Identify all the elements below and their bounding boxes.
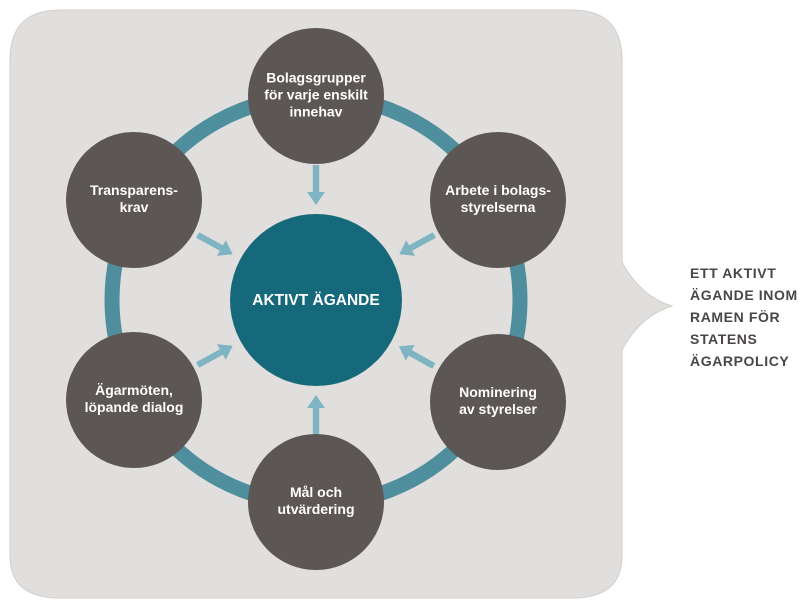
node-circle <box>430 132 566 268</box>
side-label-line: RAMEN FÖR <box>690 309 781 325</box>
side-label: ETT AKTIVT ÄGANDE INOM RAMEN FÖR STATENS… <box>690 262 805 372</box>
node-circle <box>66 332 202 468</box>
node-label-line: för varje enskilt <box>264 87 368 103</box>
node-transparens: Transparens-krav <box>66 132 202 268</box>
node-label-line: Transparens- <box>90 182 178 198</box>
side-label-line: ÄGARPOLICY <box>690 353 790 369</box>
node-circle <box>66 132 202 268</box>
center-label: AKTIVT ÄGANDE <box>252 292 379 309</box>
node-label-line: Nominering <box>459 384 537 400</box>
node-label-line: Arbete i bolags- <box>445 182 551 198</box>
node-circle <box>248 28 384 164</box>
side-label-line: ÄGANDE INOM <box>690 287 798 303</box>
node-label-line: utvärdering <box>277 501 354 517</box>
node-label-line: löpande dialog <box>85 399 184 415</box>
inward-arrow <box>196 344 233 368</box>
node-circle <box>248 434 384 570</box>
inward-arrow <box>307 395 325 435</box>
node-agarmoten: Ägarmöten,löpande dialog <box>66 332 202 468</box>
center-circle <box>230 214 402 386</box>
node-label-line: av styrelser <box>459 401 537 417</box>
node-arbete: Arbete i bolags-styrelserna <box>430 132 566 268</box>
inward-arrow <box>307 165 325 205</box>
node-label-line: krav <box>120 199 149 215</box>
inward-arrow <box>196 232 233 256</box>
inward-arrow <box>398 344 436 369</box>
node-label-line: innehav <box>290 104 343 120</box>
side-label-line: ETT AKTIVT <box>690 265 777 281</box>
node-label-line: Bolagsgrupper <box>266 70 366 86</box>
inward-arrow <box>399 232 436 256</box>
node-circle <box>430 334 566 470</box>
node-label-line: styrelserna <box>461 199 536 215</box>
node-label-line: Ägarmöten, <box>95 382 173 398</box>
node-label-line: Mål och <box>290 484 342 500</box>
arrows-group <box>196 165 436 435</box>
side-label-line: STATENS <box>690 331 758 347</box>
